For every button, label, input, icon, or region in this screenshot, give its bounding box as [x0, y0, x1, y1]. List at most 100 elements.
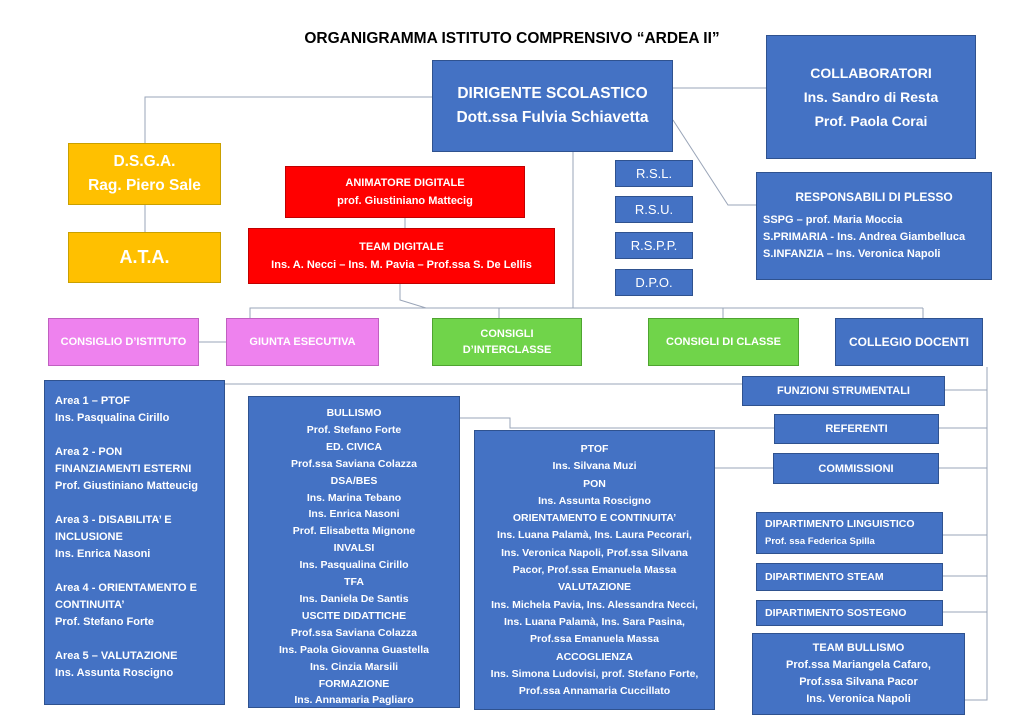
referenti-entry: Ins. Pasqualina Cirillo: [299, 559, 409, 572]
collegio-docenti-box: COLLEGIO DOCENTI: [835, 318, 983, 366]
rspp-label: R.S.P.P.: [630, 238, 678, 253]
referenti-entry: USCITE DIDATTICHE: [301, 609, 407, 622]
referenti-entry: Prof.ssa Saviana Colazza: [290, 457, 418, 470]
area-1-line: Ins. Pasqualina Cirillo: [55, 412, 170, 424]
dipartimento-sostegno-label: DIPARTIMENTO SOSTEGNO: [765, 607, 907, 619]
dipartimento-linguistico-label: DIPARTIMENTO LINGUISTICO: [765, 518, 915, 530]
animatore-name: prof. Giustiniano Mattecig: [337, 195, 473, 207]
consigli-interclasse-box: CONSIGLI D’INTERCLASSE: [432, 318, 582, 366]
commissioni-entry: ORIENTAMENTO E CONTINUITA’: [512, 512, 677, 525]
team-bullismo-role: TEAM BULLISMO: [812, 642, 905, 654]
dirigente-name: Dott.ssa Fulvia Schiavetta: [456, 109, 649, 126]
area-2-title: Area 2 - PON: [55, 446, 123, 458]
team-bullismo-member: Ins. Veronica Napoli: [806, 693, 911, 705]
rsl-label: R.S.L.: [635, 166, 673, 181]
dirigente-box: DIRIGENTE SCOLASTICO Dott.ssa Fulvia Sch…: [432, 60, 673, 152]
area-2-line: Prof. Giustiniano Matteucig: [55, 480, 199, 492]
rsl-box: R.S.L.: [615, 160, 693, 187]
dirigente-role: DIRIGENTE SCOLASTICO: [457, 85, 648, 102]
commissioni-entry: ACCOGLIENZA: [556, 650, 633, 663]
referenti-entry: FORMAZIONE: [318, 677, 390, 690]
page-title: ORGANIGRAMMA ISTITUTO COMPRENSIVO “ARDEA…: [304, 30, 720, 47]
commissioni-entry: Ins. Silvana Muzi: [552, 460, 637, 473]
dipartimento-linguistico-ref: Prof. ssa Federica Spilla: [765, 536, 875, 547]
area-5-line: Ins. Assunta Roscigno: [55, 667, 174, 679]
ata-label: A.T.A.: [119, 247, 170, 267]
area-5-title: Area 5 – VALUTAZIONE: [55, 650, 178, 662]
referenti-entry: Prof. Stefano Forte: [306, 423, 402, 436]
commissioni-entry: Ins. Assunta Roscigno: [538, 494, 651, 507]
commissioni-entry: PON: [583, 477, 606, 490]
commissioni-entry: Ins. Simona Ludovisi, prof. Stefano Fort…: [490, 667, 699, 680]
dipartimento-sostegno-box: DIPARTIMENTO SOSTEGNO: [756, 600, 943, 626]
referenti-box: REFERENTI: [774, 414, 939, 444]
collaboratore-2: Prof. Paola Corai: [814, 113, 928, 129]
area-3-line: INCLUSIONE: [55, 531, 123, 543]
collaboratori-box: COLLABORATORI Ins. Sandro di Resta Prof.…: [766, 35, 976, 159]
commissioni-entry: Ins. Luana Palamà, Ins. Sara Pasina,: [504, 615, 685, 628]
animatore-role: ANIMATORE DIGITALE: [345, 177, 465, 189]
animatore-digitale-box: ANIMATORE DIGITALE prof. Giustiniano Mat…: [285, 166, 525, 218]
dsga-box: D.S.G.A. Rag. Piero Sale: [68, 143, 221, 205]
commissioni-entry: Pacor, Prof.ssa Emanuela Massa: [512, 564, 677, 577]
referenti-entry: Ins. Daniela De Santis: [299, 592, 409, 605]
area-2-line: FINANZIAMENTI ESTERNI: [55, 463, 192, 475]
consigli-classe-label: CONSIGLI DI CLASSE: [666, 336, 781, 348]
area-4-line: CONTINUITA’: [55, 599, 125, 611]
commissioni-entry: Ins. Veronica Napoli, Prof.ssa Silvana: [501, 546, 688, 559]
team-bullismo-member: Prof.ssa Mariangela Cafaro,: [786, 659, 931, 671]
funzioni-strumentali-label: FUNZIONI STRUMENTALI: [776, 385, 910, 397]
commissioni-entry: Ins. Luana Palamà, Ins. Laura Pecorari,: [497, 529, 692, 542]
commissioni-label: COMMISSIONI: [818, 462, 894, 475]
referenti-entry: Ins. Cinzia Marsili: [309, 660, 399, 673]
commissioni-entry: Prof.ssa Annamaria Cuccillato: [518, 685, 671, 698]
dipartimento-steam-box: DIPARTIMENTO STEAM: [756, 563, 943, 591]
referenti-entry: Ins. Annamaria Pagliaro: [294, 694, 414, 707]
dpo-box: D.P.O.: [615, 269, 693, 296]
referenti-entry: ED. CIVICA: [325, 440, 382, 453]
funzioni-strumentali-areas: Area 1 – PTOF Ins. Pasqualina Cirillo Ar…: [44, 380, 225, 705]
team-digitale-role: TEAM DIGITALE: [359, 241, 444, 253]
area-3-line: Ins. Enrica Nasoni: [55, 548, 151, 560]
dipartimento-linguistico-box: DIPARTIMENTO LINGUISTICO Prof. ssa Feder…: [756, 512, 943, 554]
giunta-esecutiva-label: GIUNTA ESECUTIVA: [249, 336, 356, 348]
consiglio-istituto-label: CONSIGLIO D’ISTITUTO: [60, 336, 187, 348]
referenti-entry: TFA: [344, 576, 364, 589]
collaboratore-1: Ins. Sandro di Resta: [803, 89, 939, 105]
referenti-entry: INVALSI: [333, 542, 375, 555]
area-4-line: Prof. Stefano Forte: [55, 616, 155, 628]
collaboratori-role: COLLABORATORI: [810, 65, 932, 81]
area-1-title: Area 1 – PTOF: [55, 395, 130, 407]
funzioni-strumentali-box: FUNZIONI STRUMENTALI: [742, 376, 945, 406]
commissioni-entry: VALUTAZIONE: [557, 581, 632, 594]
dipartimento-steam-label: DIPARTIMENTO STEAM: [765, 571, 884, 583]
rsu-box: R.S.U.: [615, 196, 693, 223]
team-bullismo-box: TEAM BULLISMO Prof.ssa Mariangela Cafaro…: [752, 633, 965, 715]
interclasse-label-1: CONSIGLI: [480, 328, 534, 340]
team-digitale-box: TEAM DIGITALE Ins. A. Necci – Ins. M. Pa…: [248, 228, 555, 284]
plesso-role: RESPONSABILI DI PLESSO: [795, 190, 953, 204]
ata-box: A.T.A.: [68, 232, 221, 283]
referenti-entry: BULLISMO: [326, 407, 382, 419]
rspp-box: R.S.P.P.: [615, 232, 693, 259]
rsu-label: R.S.U.: [634, 202, 674, 217]
commissioni-box: COMMISSIONI: [773, 453, 939, 484]
referenti-entry: DSA/BES: [330, 474, 378, 487]
interclasse-label-2: D’INTERCLASSE: [462, 344, 552, 356]
plesso-sspg: SSPG – prof. Maria Moccia: [763, 214, 903, 226]
collegio-docenti-label: COLLEGIO DOCENTI: [849, 335, 969, 349]
plesso-infanzia: S.INFANZIA – Ins. Veronica Napoli: [763, 248, 941, 260]
dpo-label: D.P.O.: [635, 275, 673, 290]
referenti-label: REFERENTI: [825, 423, 888, 435]
commissioni-entry: Prof.ssa Emanuela Massa: [530, 633, 659, 646]
responsabili-plesso-box: RESPONSABILI DI PLESSO SSPG – prof. Mari…: [756, 172, 992, 280]
dsga-role: D.S.G.A.: [113, 153, 176, 170]
area-4-title: Area 4 - ORIENTAMENTO E: [55, 582, 198, 594]
consigli-classe-box: CONSIGLI DI CLASSE: [648, 318, 799, 366]
dsga-name: Rag. Piero Sale: [88, 177, 201, 194]
referenti-entry: Ins. Marina Tebano: [306, 491, 402, 504]
team-digitale-members: Ins. A. Necci – Ins. M. Pavia – Prof.ssa…: [271, 259, 532, 271]
